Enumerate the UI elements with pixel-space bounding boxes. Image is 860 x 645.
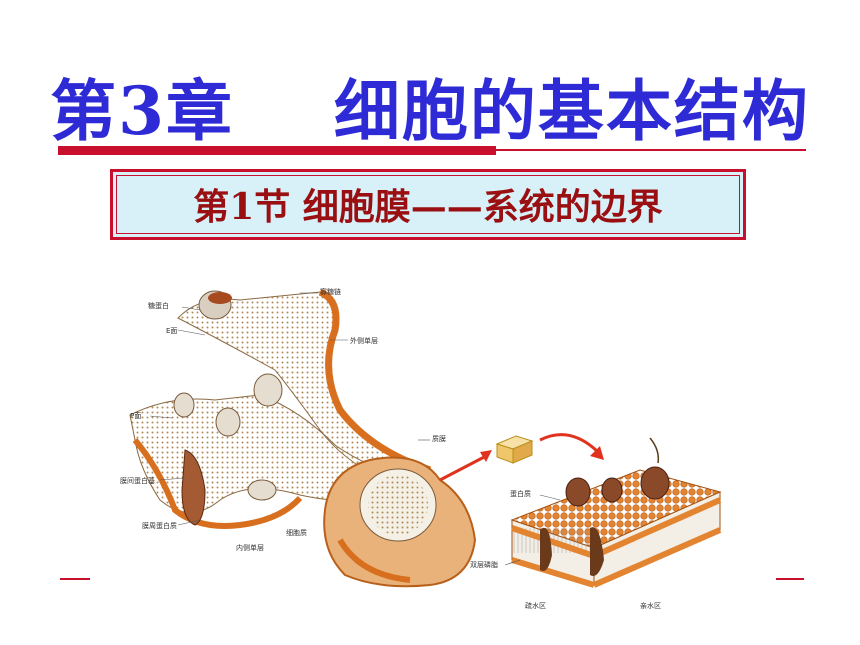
figure-label: 细胞质 (286, 529, 307, 537)
figure-label: 亲水区 (640, 602, 661, 610)
figure-label: 质膜 (432, 435, 446, 443)
figure-label: 寡糖链 (320, 288, 341, 296)
left-dash (60, 578, 90, 580)
figure-label: P面 (130, 412, 142, 420)
figure-label: 外侧单层 (350, 337, 378, 345)
title-underline-thin (496, 149, 806, 151)
figure-label: 膜周蛋白质 (142, 522, 177, 530)
figure-label: 疏水区 (525, 602, 546, 610)
figure-label: 双层磷脂 (470, 561, 498, 569)
figure-label: 糖蛋白 (148, 302, 169, 310)
slide-title: 第3章 细胞的基本结构 (50, 72, 810, 150)
title-underline-thick (58, 146, 496, 155)
subtitle-box: 第1节 细胞膜——系统的边界 (110, 169, 746, 240)
figure-label: 蛋白质 (510, 490, 531, 498)
figure-label: 内侧单层 (236, 544, 264, 552)
figure-label: E面 (166, 327, 178, 335)
figure-label: 膜间蛋白基 (120, 477, 155, 485)
bilayer-block (510, 437, 722, 588)
right-dash (776, 578, 804, 580)
